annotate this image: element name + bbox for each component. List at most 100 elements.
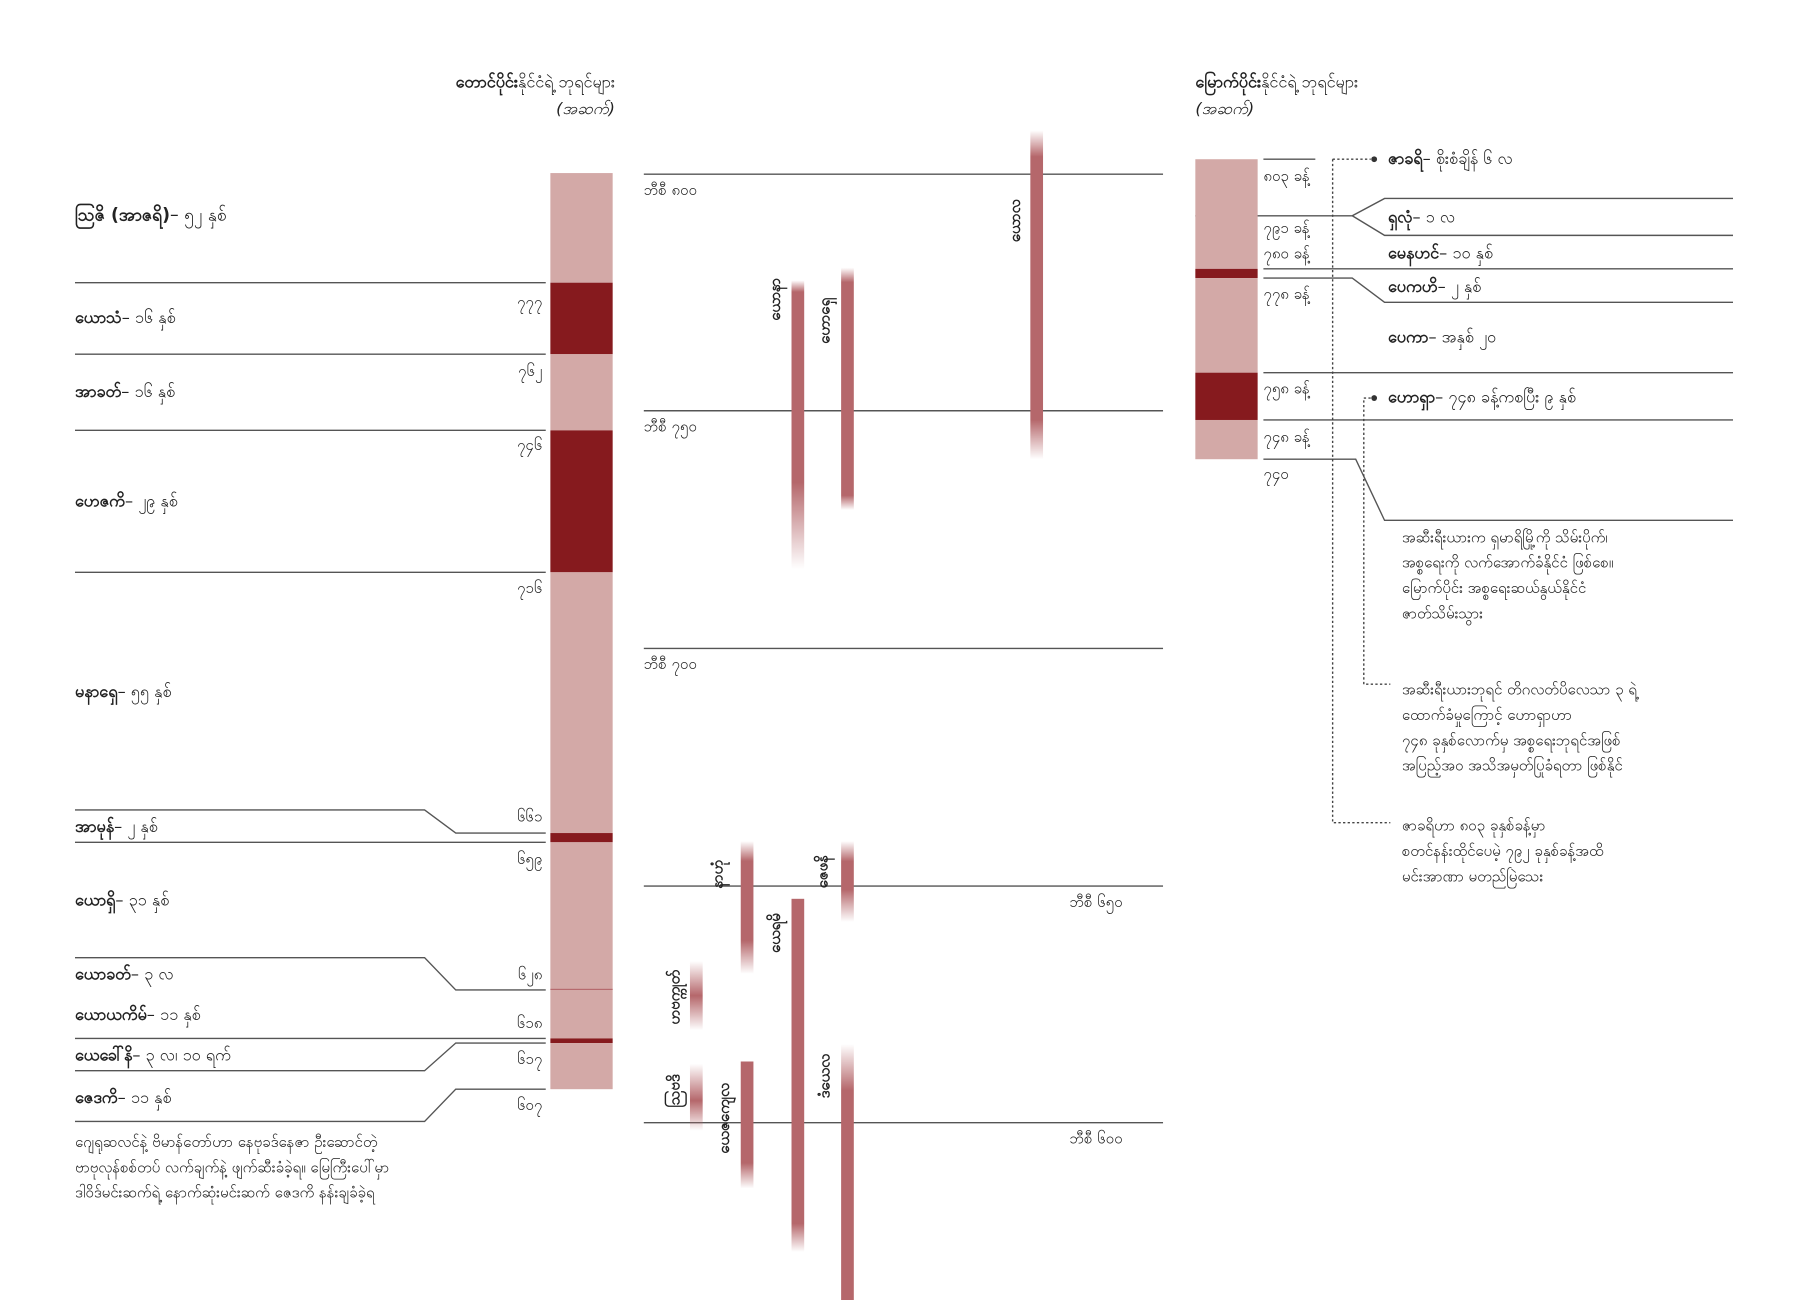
axis-label: ဘီစီ ၈၀၀ [643, 182, 697, 200]
king-label: အာခတ်– ၁၆ နှစ် [75, 383, 175, 401]
reign-divider [550, 988, 613, 990]
year-label: ၇၈၀ ခန့် [1263, 245, 1310, 264]
reign-segment [1195, 419, 1258, 460]
note-line: ဒါဝိဒ်မင်းဆက်ရဲ့ နောက်ဆုံးမင်းဆက် ဇေဒကိ … [74, 1184, 375, 1203]
reign-segment [550, 833, 613, 843]
divider-line [1195, 197, 1734, 237]
king-label: ယောခတ်– ၃ လ [75, 966, 173, 984]
year-label: ၇၁၆ [516, 580, 543, 598]
king-reign: – ၂ နှစ် [114, 818, 158, 837]
king-label: ရှလုံ– ၁ လ [1388, 209, 1455, 227]
reign-segment [1195, 372, 1258, 420]
year-label: ၈၀၃ ခန့် [1263, 168, 1310, 186]
year-label: ၆၂၈ [517, 966, 543, 985]
reign-segment [550, 173, 613, 283]
king-name: ယေခေါ်နိ [74, 1046, 133, 1065]
year-label: ၇၇၈ ခန့် [1263, 286, 1310, 304]
note-line: ဇာခရိဟာ ၈၀၃ ခုနှစ်ခန့်မှာ [1401, 818, 1546, 836]
king-reign: – ၃၁ နှစ် [115, 891, 170, 911]
north-note-zechariah: ဇာခရိဟာ ၈၀၃ ခုနှစ်ခန့်မှာ စတင်နန်းထိုင်ပ… [1402, 815, 1604, 891]
king-label: ယေခေါ်နိ– ၃ လ၊ ၁၀ ရက် [75, 1046, 231, 1064]
king-name: ဇေဒကိ [74, 1089, 118, 1108]
note-line: ၇၄၈ ခုနှစ်လောက်မှ အစ္စရေးဘုရင်အဖြစ် [1401, 732, 1621, 750]
king-name: ပေကာ [1388, 328, 1429, 348]
king-reign: – ၂ နှစ် [1437, 278, 1482, 297]
year-label: ၇၅၈ ခန့် [1263, 380, 1310, 399]
king-reign: – ၂၉ နှစ် [124, 492, 178, 512]
prophet-label: ဇေဖနိ [814, 855, 832, 889]
king-name: ဟေဇကိ [74, 492, 125, 512]
king-name: ယောသံ [74, 309, 122, 328]
north-note-fall: အဆီးရီးယားက ရှမာရိမြို့ကို သိမ်းပိုက်၊ အ… [1402, 526, 1613, 628]
prophet-bar-jonah [791, 280, 805, 569]
south-note: ဂျေရုဆလင်နဲ့ ဗိမာန်တော်ဟာ နေဗုခဒ်နေဇာ ဦး… [75, 1131, 389, 1207]
note-line: အဆီးရီးယားဘုရင် တိဂလတ်ပိလေသာ ၃ ရဲ့ [1401, 681, 1637, 700]
year-label: ၆၁၈ [516, 1015, 543, 1033]
king-name: မနာရှေ [74, 683, 118, 702]
axis-label: ဘီစီ ၆၀၀ [1069, 1130, 1123, 1149]
note-line: ထောက်ခံမှုကြောင့် ဟောရှာဟာ [1401, 707, 1572, 725]
king-name: အာခတ် [74, 383, 122, 402]
king-name: ယောယကိမ် [74, 1006, 147, 1025]
king-reign: – ၁ လ [1412, 208, 1456, 228]
prophet-bar-daniel [841, 1044, 854, 1300]
king-label: ယောရှိ– ၃၁ နှစ် [75, 892, 169, 910]
prophet-label: ဒံယေလ [816, 1053, 835, 1099]
year-label: ၆၅၉ [516, 851, 543, 869]
prophet-bar-nahum [740, 841, 754, 974]
prophet-bar-obadiah [689, 1063, 703, 1131]
king-label: ဟောရှာ– ၇၄၈ ခန့်ကစပြီး ၉ နှစ် [1388, 389, 1576, 407]
reign-segment [550, 282, 613, 355]
prophet-label: ယောလ [1007, 199, 1025, 243]
reign-segment [1195, 278, 1258, 373]
prophet-bar-ezekiel [740, 1061, 754, 1189]
prophet-bar-habakkuk [689, 961, 703, 1031]
reign-segment [1195, 268, 1258, 279]
north-title: မြောက်ပိုင်းနိုင်ငံရဲ့ ဘုရင်များ [1195, 74, 1358, 92]
year-label: ၇၄၈ ခန့် [1263, 429, 1310, 447]
year-label: ၇၉၁ ခန့် [1263, 220, 1310, 238]
north-title-rest: နိုင်ငံရဲ့ ဘုရင်များ [1261, 73, 1359, 93]
south-title: တောင်ပိုင်းနိုင်ငံရဲ့ ဘုရင်များ [456, 74, 615, 92]
axis-label: ဘီစီ ၇၀၀ [643, 656, 697, 674]
king-reign: – အနှစ် ၂၀ [1428, 328, 1497, 348]
prophet-label: နာဟုံ [709, 859, 727, 889]
note-line: အစ္စရေးကို လက်အောက်ခံနိုင်ငံ ဖြစ်စေ။ [1401, 554, 1614, 573]
prophet-bar-zephaniah [841, 841, 854, 922]
reign-segment [550, 572, 613, 834]
king-label: မေနဟင်– ၁၀ နှစ် [1388, 245, 1493, 263]
note-line: မင်းအာဏာ မတည်မြဲသေး [1401, 868, 1544, 887]
note-line: ဇာတ်သိမ်းသွား [1401, 605, 1483, 624]
prophet-label: ဩဗဒိ [666, 1074, 685, 1108]
note-line: မြောက်ပိုင်း အစ္စရေးဆယ်နွယ်နိုင်ငံ [1401, 580, 1587, 598]
prophet-label: ယောနာ [767, 277, 785, 321]
bullet-dot [1371, 156, 1378, 163]
reign-segment [550, 430, 613, 573]
king-name: ဟောရှာ [1388, 388, 1436, 408]
king-label: ယောယကိမ်– ၁၁ နှစ် [75, 1006, 201, 1024]
divider-line [1263, 458, 1734, 522]
north-title-bold: မြောက်ပိုင်း [1195, 73, 1262, 93]
king-name: ပေကဟိ [1388, 278, 1438, 297]
king-reign: – ၁၆ နှစ် [121, 309, 176, 328]
bullet-dot [1371, 395, 1378, 401]
north-note-hoshea: အဆီးရီးယားဘုရင် တိဂလတ်ပိလေသာ ၃ ရဲ့ ထောက်… [1402, 678, 1637, 780]
king-label: မနာရှေ– ၅၅ နှစ် [75, 683, 172, 701]
divider-line [1263, 277, 1734, 303]
prophet-bar-hosea [841, 267, 854, 510]
reign-segment [1195, 159, 1258, 269]
year-label: ၆၁၇ [516, 1051, 543, 1069]
king-reign: – ၁၀ နှစ် [1439, 244, 1494, 264]
divider-line [74, 1042, 546, 1072]
prophet-label: ယေရမိ [767, 913, 785, 954]
divider-line [74, 956, 546, 991]
king-reign: – ၃ လ၊ ၁၀ ရက် [132, 1046, 231, 1065]
king-name: မေနဟင် [1388, 244, 1440, 264]
king-label: ဇာခရိ– စိုးစံချိန် ၆ လ [1388, 150, 1513, 168]
king-name: ယောရှိ [74, 891, 116, 911]
north-continued: (အဆက်) [1195, 100, 1255, 119]
year-label: ၇၄၀ [1263, 466, 1289, 484]
south-title-rest: နိုင်ငံရဲ့ ဘုရင်များ [517, 73, 615, 93]
divider-line [74, 1088, 546, 1123]
